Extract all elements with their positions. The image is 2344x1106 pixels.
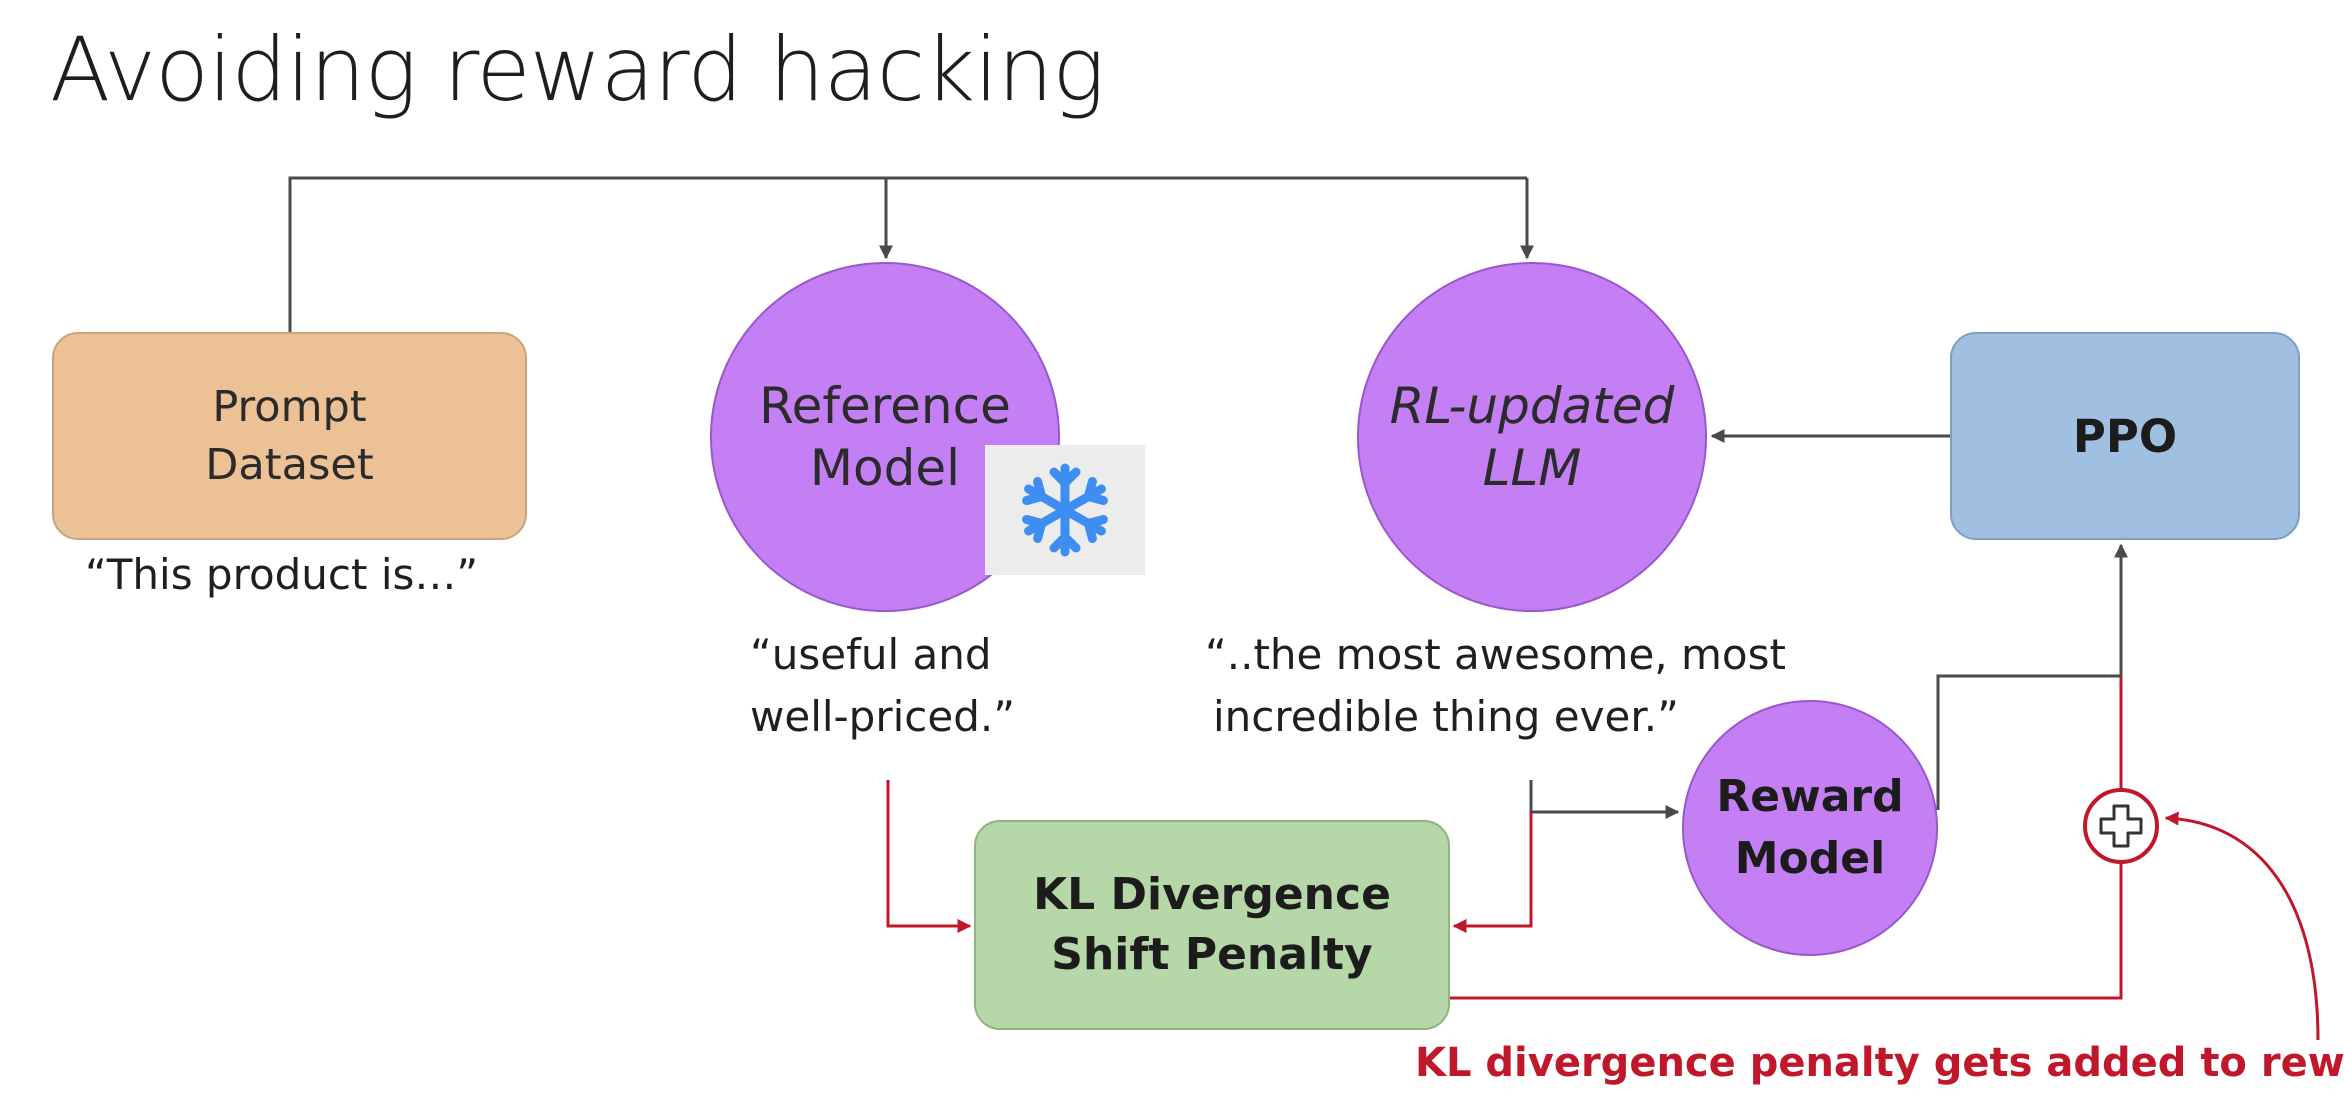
page-title: Avoiding reward hacking: [50, 18, 1105, 121]
arrow-llm-to-kl: [1452, 812, 1533, 933]
arrow-reward-to-ppo: [1936, 674, 2121, 810]
prompt-caption: “This product is…”: [85, 550, 479, 599]
rl-llm-label-1: RL-updated: [1389, 377, 1675, 435]
reference-caption: “useful and well-priced.”: [750, 624, 1015, 748]
arrow-annotation-curve: [2164, 811, 2320, 1041]
reward-model-label-1: Reward: [1716, 771, 1904, 822]
kl-penalty-box: KL Divergence Shift Penalty: [974, 820, 1450, 1030]
arrow-prompt-to-models: [288, 176, 1527, 332]
add-node: [2083, 788, 2159, 864]
kl-penalty-label-2: Shift Penalty: [1051, 929, 1373, 980]
arrow-kl-to-plus: [1450, 864, 2123, 1000]
prompt-dataset-label-2: Dataset: [205, 440, 374, 490]
arrow-llm-to-reward: [1529, 780, 1680, 819]
kl-penalty-label-1: KL Divergence: [1033, 869, 1391, 920]
snowflake-icon: [1015, 463, 1115, 560]
reward-model-label-2: Model: [1734, 833, 1886, 884]
prompt-dataset-label-1: Prompt: [212, 382, 367, 432]
rl-updated-llm-node: RL-updated LLM: [1357, 262, 1707, 612]
arrow-reference-to-kl: [886, 780, 972, 933]
llm-caption-2: incredible thing ever.”: [1213, 692, 1679, 741]
plus-icon: [2099, 804, 2143, 848]
reward-model-node: Reward Model: [1682, 700, 1938, 956]
rl-llm-label-2: LLM: [1482, 439, 1582, 497]
llm-caption-1: “..the most awesome, most: [1205, 630, 1786, 679]
penalty-annotation: KL divergence penalty gets added to rewa…: [1415, 1040, 2344, 1086]
prompt-dataset-box: Prompt Dataset: [52, 332, 527, 540]
llm-caption: “..the most awesome, most incredible thi…: [1205, 624, 1786, 748]
reference-model-label-2: Model: [809, 439, 961, 497]
ppo-box: PPO: [1950, 332, 2300, 540]
reference-model-label-1: Reference: [759, 377, 1011, 435]
reference-caption-1: “useful and: [750, 630, 992, 679]
reference-caption-2: well-priced.”: [750, 692, 1015, 741]
ppo-label: PPO: [2072, 409, 2178, 463]
frozen-badge: [985, 445, 1145, 575]
